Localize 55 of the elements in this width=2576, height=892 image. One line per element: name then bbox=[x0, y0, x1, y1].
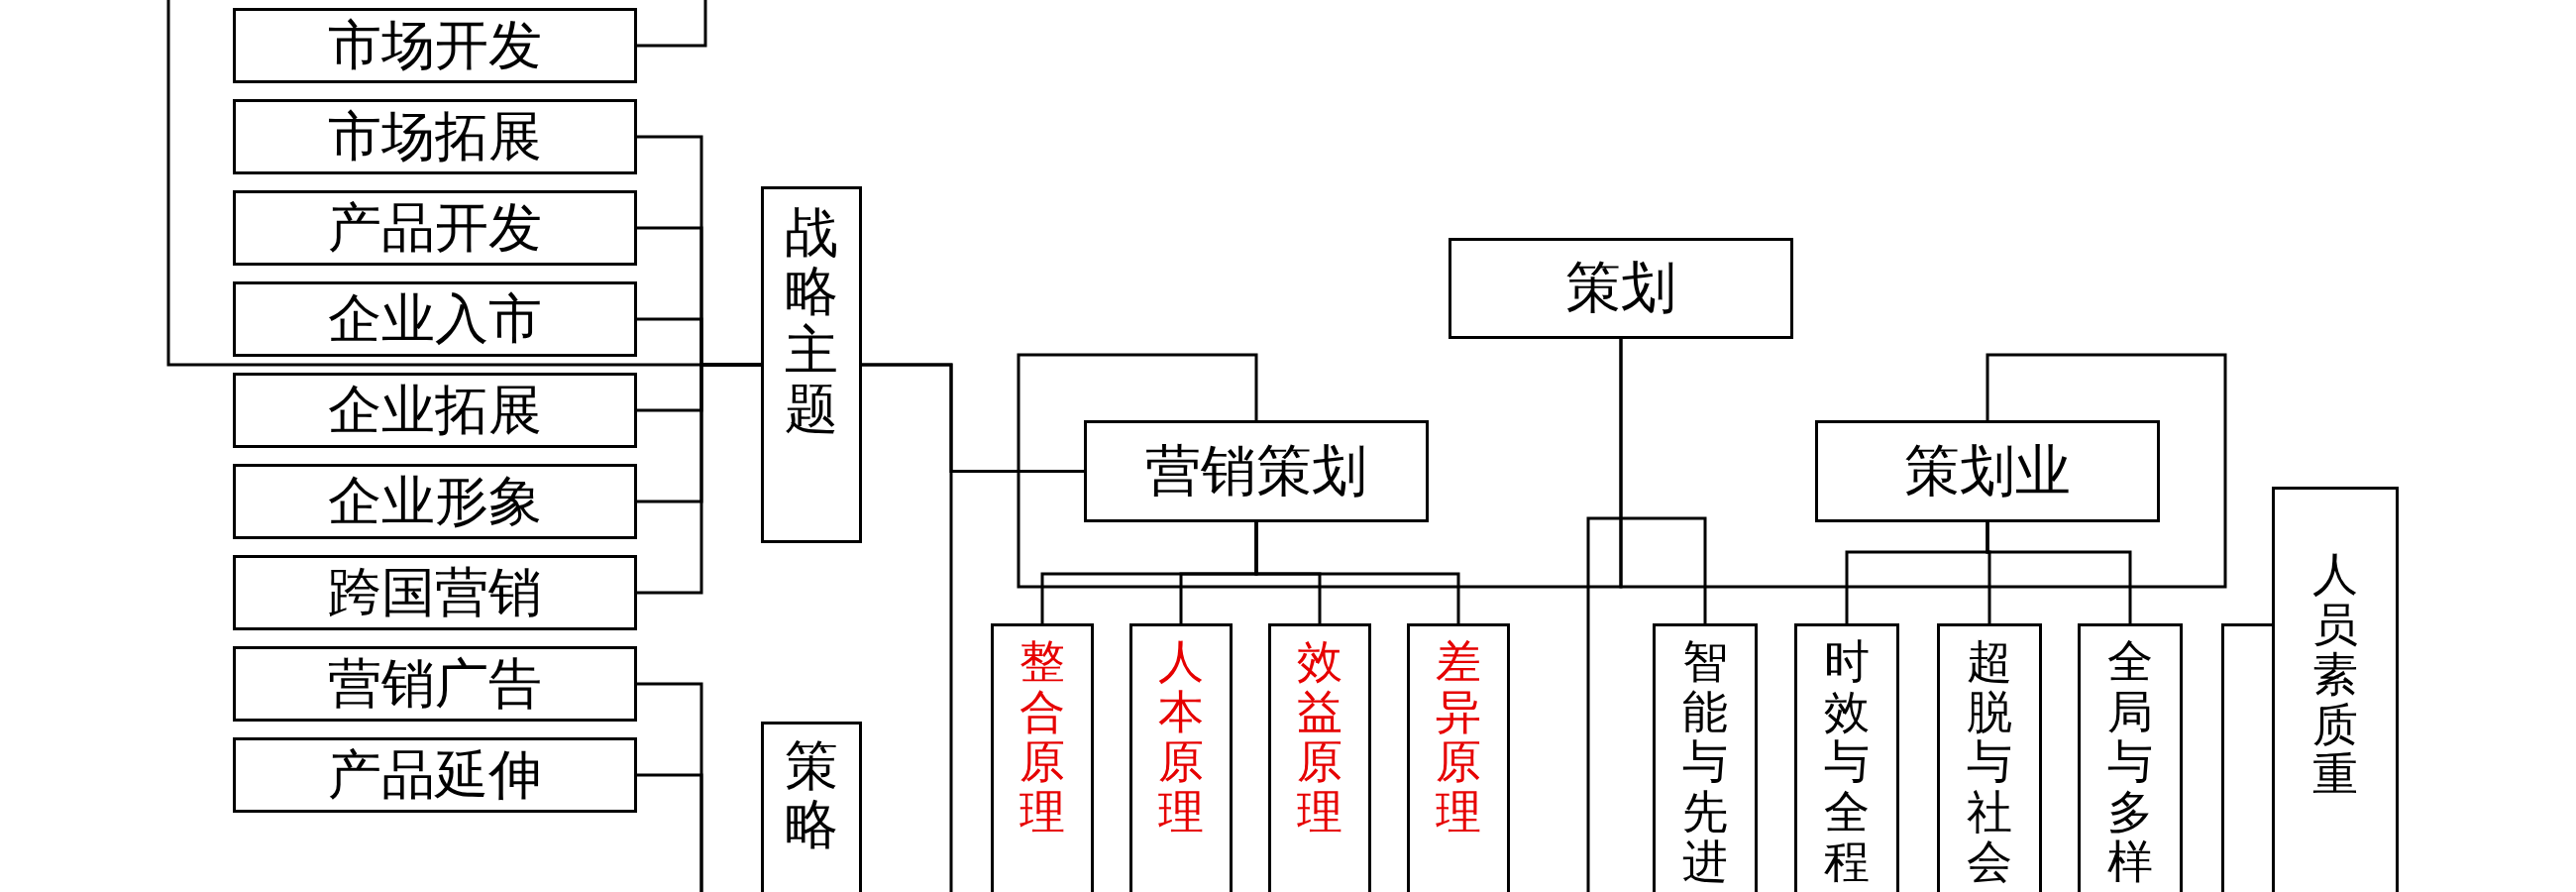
box-label: 策略 bbox=[785, 736, 838, 854]
box-label: 全局与多样 bbox=[2107, 636, 2153, 887]
empty-box bbox=[2221, 623, 2272, 892]
box-label: 产品开发 bbox=[328, 194, 542, 261]
box-label: 差异原理 bbox=[1436, 636, 1481, 837]
category-box bbox=[233, 646, 637, 722]
box-label: 跨国营销 bbox=[328, 559, 542, 625]
box-label: 策划业 bbox=[1904, 436, 2071, 504]
connector-line bbox=[637, 773, 703, 892]
category-box bbox=[2078, 623, 2183, 892]
category-box bbox=[1129, 623, 1233, 892]
category-box bbox=[991, 623, 1094, 892]
box-label: 企业入市 bbox=[328, 285, 542, 352]
category-box bbox=[1449, 238, 1793, 339]
box-label: 营销广告 bbox=[328, 650, 542, 717]
category-box bbox=[233, 737, 637, 813]
box-label: 企业形象 bbox=[328, 468, 542, 534]
category-box bbox=[1268, 623, 1371, 892]
category-box bbox=[1815, 420, 2160, 522]
category-box bbox=[233, 190, 637, 266]
connector-line bbox=[1986, 522, 2132, 623]
box-label: 战略主题 bbox=[785, 203, 838, 439]
connector-line bbox=[1619, 339, 2227, 589]
category-box bbox=[1937, 623, 2042, 892]
connector-line bbox=[1586, 516, 1707, 892]
category-box bbox=[233, 373, 637, 448]
category-box bbox=[2272, 487, 2399, 892]
box-label: 产品延伸 bbox=[328, 741, 542, 808]
box-label: 企业拓展 bbox=[328, 377, 542, 443]
box-label: 时效与全程 bbox=[1824, 636, 1870, 887]
box-label: 策划 bbox=[1565, 254, 1676, 321]
category-box bbox=[1407, 623, 1510, 892]
connector-line bbox=[637, 0, 707, 48]
category-box bbox=[761, 722, 862, 892]
category-box bbox=[233, 99, 637, 174]
connector-line bbox=[862, 363, 953, 892]
category-box bbox=[1794, 623, 1899, 892]
box-label: 超脱与社会 bbox=[1967, 636, 2012, 887]
box-label: 人本原理 bbox=[1158, 636, 1204, 837]
box-label: 整合原理 bbox=[1020, 636, 1065, 837]
box-label: 市场拓展 bbox=[328, 103, 542, 169]
box-label: 人员素质重 bbox=[2312, 549, 2358, 800]
box-label: 营销策划 bbox=[1145, 436, 1367, 504]
category-box bbox=[1653, 623, 1758, 892]
box-label: 市场开发 bbox=[328, 12, 542, 78]
category-box bbox=[233, 281, 637, 357]
category-box bbox=[1084, 420, 1429, 522]
category-box bbox=[233, 464, 637, 539]
connector-line bbox=[1254, 522, 1460, 623]
box-label: 效益原理 bbox=[1297, 636, 1342, 837]
connector-line bbox=[637, 363, 761, 595]
category-box bbox=[233, 555, 637, 630]
category-box bbox=[761, 186, 862, 543]
category-box bbox=[233, 8, 637, 83]
box-label: 智能与先进 bbox=[1682, 636, 1728, 887]
